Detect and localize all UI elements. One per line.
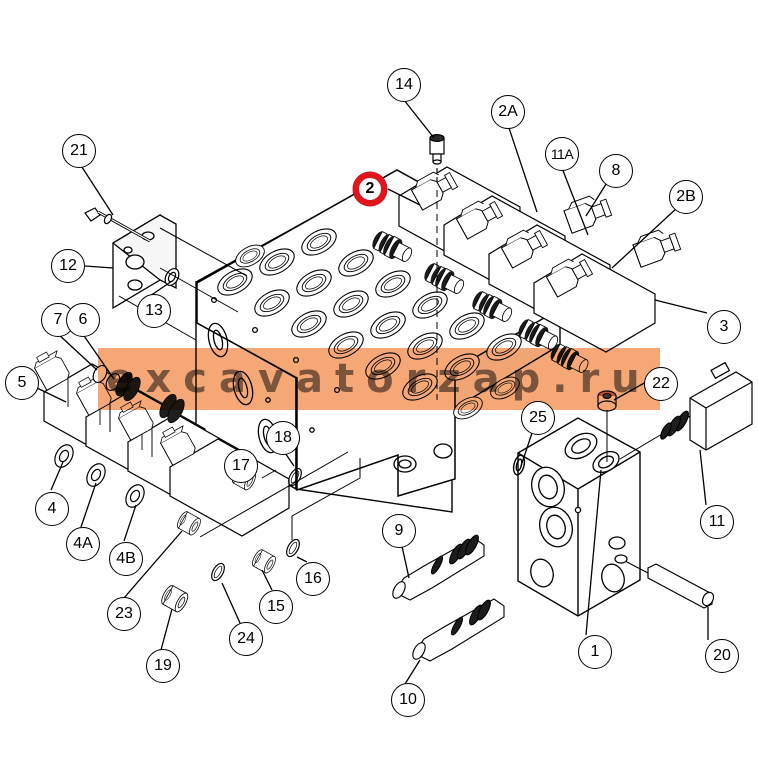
callout-8[interactable]: 8: [599, 154, 633, 188]
callout-6[interactable]: 6: [66, 303, 100, 337]
callout-21[interactable]: 21: [62, 134, 96, 168]
callout-2a[interactable]: 2A: [491, 95, 525, 129]
manifold-block-ports: [530, 432, 626, 593]
callout-4[interactable]: 4: [35, 492, 69, 526]
callout-19[interactable]: 19: [146, 649, 180, 683]
callout-11[interactable]: 11: [700, 505, 734, 539]
valve-section-stack-right: [398, 164, 683, 353]
part-15-bushing: [249, 547, 279, 575]
callout-10[interactable]: 10: [391, 683, 425, 717]
part-14-fitting: [429, 134, 445, 186]
part-10-relief-valve: [412, 598, 505, 662]
callout-11a[interactable]: 11A: [545, 137, 579, 171]
part-23-bushing: [174, 509, 204, 537]
callout-9[interactable]: 9: [382, 514, 416, 548]
part-12-mounting-plate: [111, 213, 177, 310]
callout-20[interactable]: 20: [705, 639, 739, 673]
part-24-oring: [208, 560, 228, 584]
callout-16[interactable]: 16: [296, 562, 330, 596]
callout-17[interactable]: 17: [224, 449, 258, 483]
callout-18[interactable]: 18: [266, 421, 300, 455]
part-16-oring: [283, 536, 303, 560]
callout-14[interactable]: 14: [387, 68, 421, 102]
callout-3[interactable]: 3: [707, 310, 741, 344]
bushing-row-reference-lines: [199, 451, 361, 540]
callout-2b[interactable]: 2B: [669, 180, 703, 214]
valve-bank-port-nipples: [54, 444, 145, 508]
callout-24[interactable]: 24: [229, 622, 263, 656]
callout-4a[interactable]: 4A: [66, 527, 100, 561]
callout-12[interactable]: 12: [51, 249, 85, 283]
callout-13[interactable]: 13: [137, 294, 171, 328]
callout-4b[interactable]: 4B: [109, 542, 143, 576]
part-19-bushing: [158, 583, 191, 615]
callout-23[interactable]: 23: [107, 597, 141, 631]
part-9-relief-valve: [392, 534, 485, 601]
callout-15[interactable]: 15: [259, 590, 293, 624]
callout-22[interactable]: 22: [644, 367, 678, 401]
callout-25[interactable]: 25: [521, 401, 555, 435]
part-21-bolt: [84, 207, 151, 243]
part-20-bolt: [614, 554, 715, 609]
part-11-solenoid-valve: [619, 361, 753, 460]
callout-1[interactable]: 1: [578, 635, 612, 669]
callout-5[interactable]: 5: [5, 366, 39, 400]
callout-2[interactable]: 2: [353, 172, 387, 206]
